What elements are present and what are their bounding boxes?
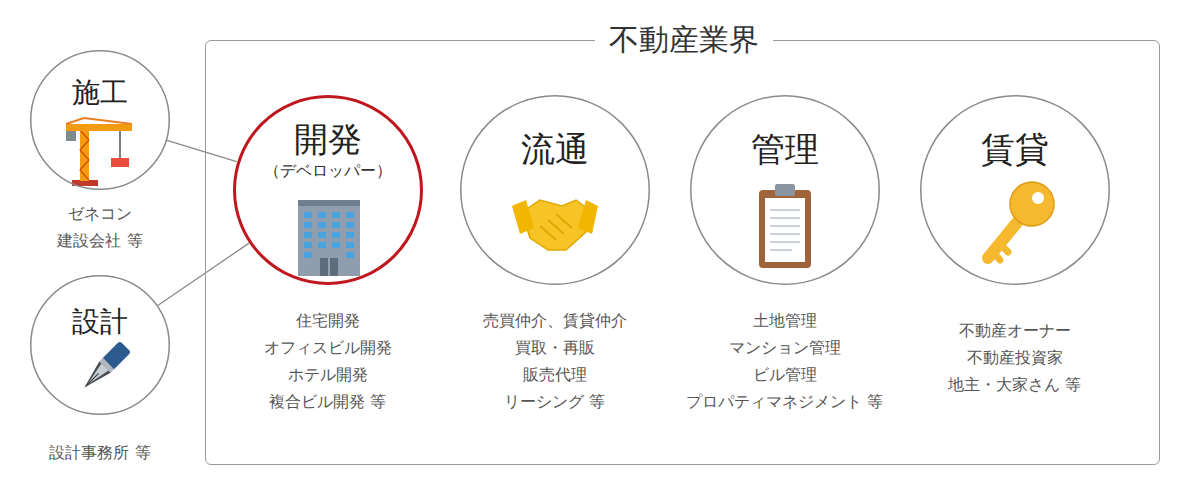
circle-outline [31, 276, 170, 415]
category-circle: 賃貸不動産オーナー不動産投資家地主・大家さん 等 [920, 95, 1110, 285]
category-circle: 管理土地管理マンション管理ビル管理プロパティマネジメント 等 [690, 95, 880, 285]
category-item: 買取・再販 [515, 338, 595, 357]
category-item: 土地管理 [753, 311, 817, 330]
category-item: リーシング 等 [504, 392, 605, 411]
crane-icon [66, 118, 132, 186]
category-circle: 開発（デベロッパー）住宅開発オフィスビル開発ホテル開発複合ビル開発 等 [233, 95, 423, 285]
category-item: 不動産投資家 [967, 348, 1063, 367]
category-item: オフィスビル開発 [264, 338, 392, 357]
category-item: 地主・大家さん 等 [948, 375, 1081, 394]
circle-outline [920, 95, 1110, 285]
category-item: ビル管理 [753, 365, 817, 384]
category-item: 住宅開発 [296, 311, 360, 330]
pen-icon [79, 341, 131, 393]
circle-outline [234, 96, 421, 283]
category-item: 設計事務所 等 [49, 443, 150, 462]
category-subtitle: （デベロッパー） [264, 161, 392, 180]
category-item: プロパティマネジメント 等 [686, 392, 883, 411]
circle-outline [460, 95, 649, 284]
category-item: 建設会社 等 [57, 231, 142, 250]
industry-frame: 開発（デベロッパー）住宅開発オフィスビル開発ホテル開発複合ビル開発 等流通売買仲… [205, 40, 1160, 465]
category-heading: 流通 [521, 129, 589, 170]
category-item: 売買仲介、賃貸仲介 [483, 311, 627, 330]
category-circle: 流通売買仲介、賃貸仲介買取・再販販売代理リーシング 等 [460, 95, 650, 285]
category-item: 複合ビル開発 等 [269, 392, 386, 411]
circle-outline [460, 95, 650, 285]
connector-line [158, 243, 249, 305]
category-item: 不動産オーナー [959, 321, 1071, 340]
category-heading: 設計 [72, 305, 128, 339]
handshake-icon [512, 200, 598, 250]
circle-outline [30, 50, 170, 190]
frame-title: 不動産業界 [595, 22, 773, 58]
circle-outline [31, 51, 170, 190]
category-heading: 開発 [294, 119, 362, 160]
category-item: マンション管理 [729, 338, 841, 357]
building-icon [298, 200, 360, 276]
connector-line [167, 140, 237, 161]
category-item: ゼネコン [68, 204, 132, 223]
key-icon [988, 182, 1054, 260]
circle-outline [690, 95, 879, 284]
category-circle: 設計設計事務所 等 [30, 275, 170, 415]
circle-outline [30, 275, 170, 415]
circle-outline [690, 95, 880, 285]
category-heading: 管理 [751, 129, 819, 170]
category-item: ホテル開発 [288, 365, 368, 384]
category-item: 販売代理 [523, 365, 587, 384]
category-heading: 施工 [72, 76, 128, 110]
circle-outline [920, 95, 1109, 284]
category-circle: 施工ゼネコン建設会社 等 [30, 50, 170, 190]
clipboard-icon [759, 184, 811, 268]
category-heading: 賃貸 [981, 129, 1049, 170]
